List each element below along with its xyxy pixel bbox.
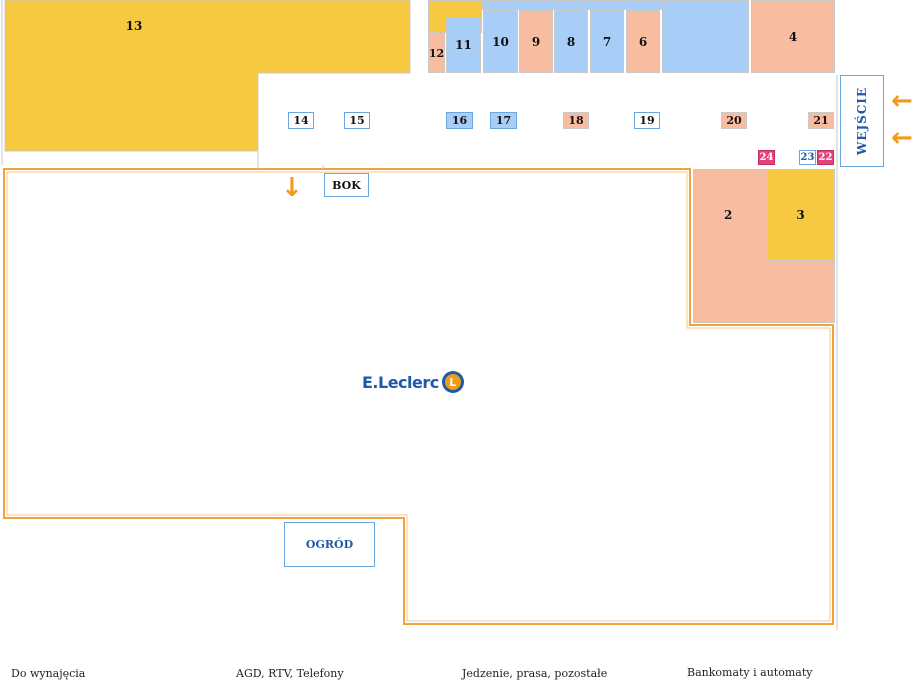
atm-23[interactable]: 23 bbox=[799, 150, 816, 165]
legend-food: Jedzenie, prasa, pozostałe bbox=[462, 667, 608, 680]
entrance-arrow-icon: ← bbox=[891, 86, 913, 116]
kiosk-15[interactable]: 15 bbox=[344, 112, 370, 129]
unit-3[interactable]: 3 bbox=[767, 169, 834, 261]
leclerc-logo-icon: L bbox=[441, 371, 464, 393]
unit-7[interactable]: 7 bbox=[590, 10, 624, 73]
kiosk-14[interactable]: 14 bbox=[288, 112, 314, 129]
entrance-label: WEJŚCIE bbox=[855, 86, 869, 156]
kiosk-19[interactable]: 19 bbox=[634, 112, 660, 129]
legend-agd: AGD, RTV, Telefony bbox=[236, 667, 344, 680]
atm-22[interactable]: 22 bbox=[817, 150, 834, 165]
atm-24[interactable]: 24 bbox=[758, 150, 775, 165]
unit-8[interactable]: 8 bbox=[554, 10, 588, 73]
unit-4[interactable]: 4 bbox=[751, 0, 835, 73]
kiosk-21[interactable]: 21 bbox=[808, 112, 834, 129]
unit-6[interactable]: 6 bbox=[626, 10, 660, 73]
kiosk-17[interactable]: 17 bbox=[490, 112, 517, 129]
unit-13-shape[interactable] bbox=[0, 0, 420, 160]
entrance-box[interactable] bbox=[840, 75, 884, 167]
kiosk-18[interactable]: 18 bbox=[563, 112, 589, 129]
legend-rent: Do wynajęcia bbox=[11, 667, 86, 680]
kiosk-16[interactable]: 16 bbox=[446, 112, 473, 129]
unit-10[interactable]: 10 bbox=[483, 10, 518, 73]
down-arrow-icon: ↓ bbox=[281, 173, 303, 203]
entrance-arrow-icon: ← bbox=[891, 123, 913, 153]
store-brand-text: E.Leclerc bbox=[362, 372, 439, 392]
kiosk-20[interactable]: 20 bbox=[721, 112, 747, 129]
garden-box[interactable]: OGRÓD bbox=[284, 522, 375, 567]
unit-13[interactable]: 13 bbox=[125, 19, 143, 33]
legend-atm: Bankomaty i automaty bbox=[687, 666, 813, 679]
leclerc-logo-letter: L bbox=[449, 375, 457, 389]
unit-blue-large[interactable] bbox=[662, 0, 749, 73]
unit-9[interactable]: 9 bbox=[519, 10, 553, 73]
store-logo[interactable]: E.Leclerc L bbox=[362, 369, 464, 395]
unit-11[interactable]: 11 bbox=[446, 17, 481, 73]
unit-12[interactable]: 12 bbox=[428, 33, 445, 73]
bok-box[interactable]: BOK bbox=[324, 173, 369, 197]
